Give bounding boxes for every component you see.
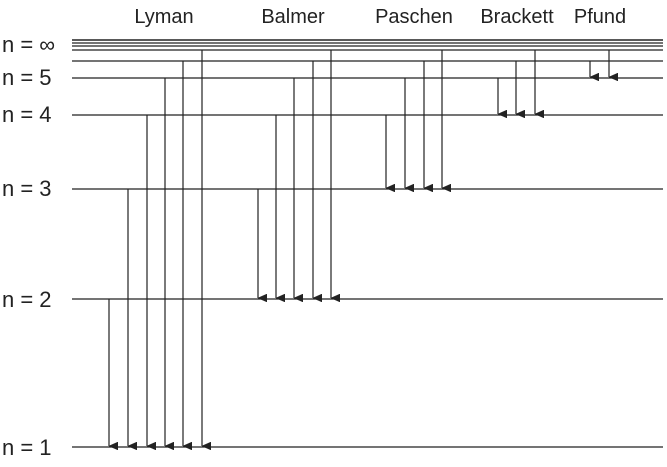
series-heading-balmer: Balmer [261, 6, 325, 28]
level-label-n2: n = 2 [2, 287, 52, 312]
level-label-n1: n = 1 [2, 435, 52, 460]
series-heading-lyman: Lyman [134, 6, 193, 28]
energy-levels [72, 39, 663, 448]
series-heading-pfund: Pfund [574, 6, 626, 28]
level-label-n-inf: n = ∞ [2, 32, 55, 57]
level-label-n5: n = 5 [2, 65, 52, 90]
series-heading-paschen: Paschen [375, 6, 453, 28]
series-heading-brackett: Brackett [480, 6, 554, 28]
level-label-n3: n = 3 [2, 176, 52, 201]
transition-arrows [109, 50, 609, 446]
level-label-n4: n = 4 [2, 102, 52, 127]
